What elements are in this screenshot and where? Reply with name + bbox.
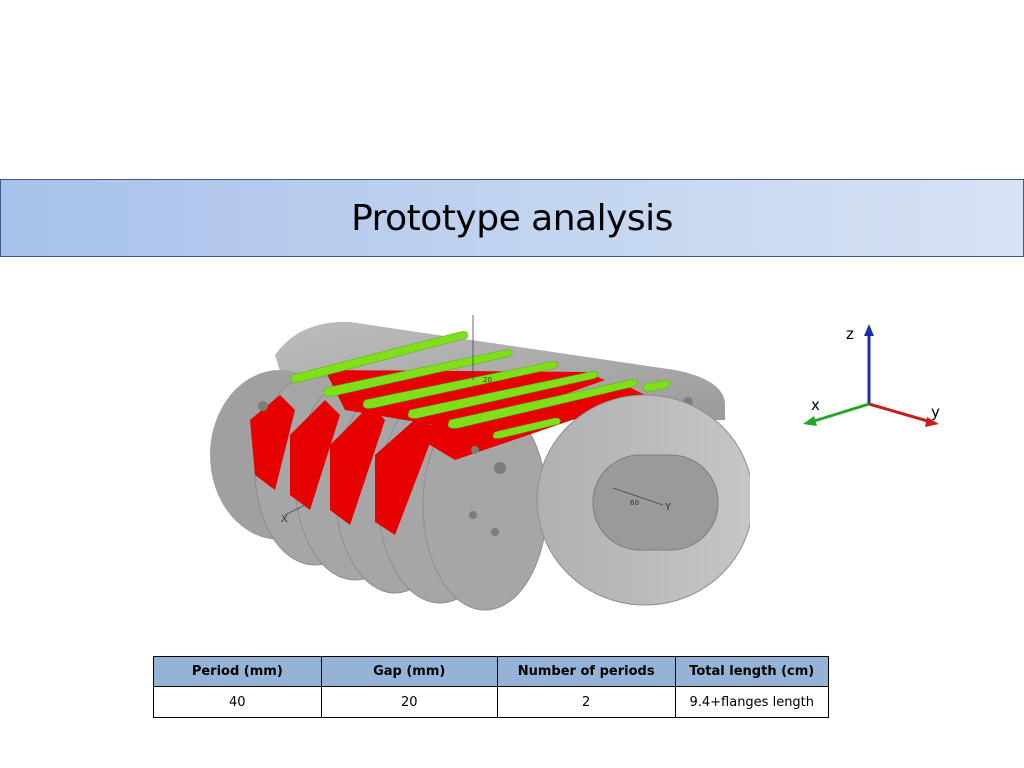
y-axis-arrow <box>868 402 932 424</box>
slide-title: Prototype analysis <box>351 197 673 239</box>
model-coordinate-lines <box>284 315 664 516</box>
z-arrowhead-icon <box>864 324 874 336</box>
triad-y-label: y <box>931 403 940 421</box>
cell-period: 40 <box>153 686 322 718</box>
triad-z-label: z <box>846 325 854 343</box>
triad-x-label: x <box>811 396 820 414</box>
axis-triad <box>803 324 939 427</box>
pole-strips <box>290 331 671 439</box>
cell-total-length: 9.4+flanges length <box>674 686 829 718</box>
header-gap: Gap (mm) <box>320 656 498 687</box>
table-row: 40 20 2 9.4+flanges length <box>153 686 829 718</box>
y-arrowhead-icon <box>925 417 939 427</box>
x-arrowhead-icon <box>803 416 817 426</box>
prototype-spec-table: Period (mm) Gap (mm) Number of periods T… <box>153 656 829 718</box>
header-period: Period (mm) <box>153 656 322 687</box>
model-tick-a: 20 <box>483 376 492 384</box>
table-header-row: Period (mm) Gap (mm) Number of periods T… <box>153 656 829 687</box>
model-axis-x-label: X <box>281 514 288 525</box>
cell-number-of-periods: 2 <box>496 686 676 718</box>
header-number-of-periods: Number of periods <box>496 656 676 687</box>
model-axis-y-label: Y <box>664 502 672 513</box>
title-band: Prototype analysis <box>0 179 1024 257</box>
prototype-3d-model: 20 60 Y X <box>210 315 750 611</box>
cell-gap: 20 <box>320 686 498 718</box>
header-total-length: Total length (cm) <box>674 656 829 687</box>
x-axis-arrow <box>810 402 870 424</box>
model-tick-b: 60 <box>630 499 639 507</box>
